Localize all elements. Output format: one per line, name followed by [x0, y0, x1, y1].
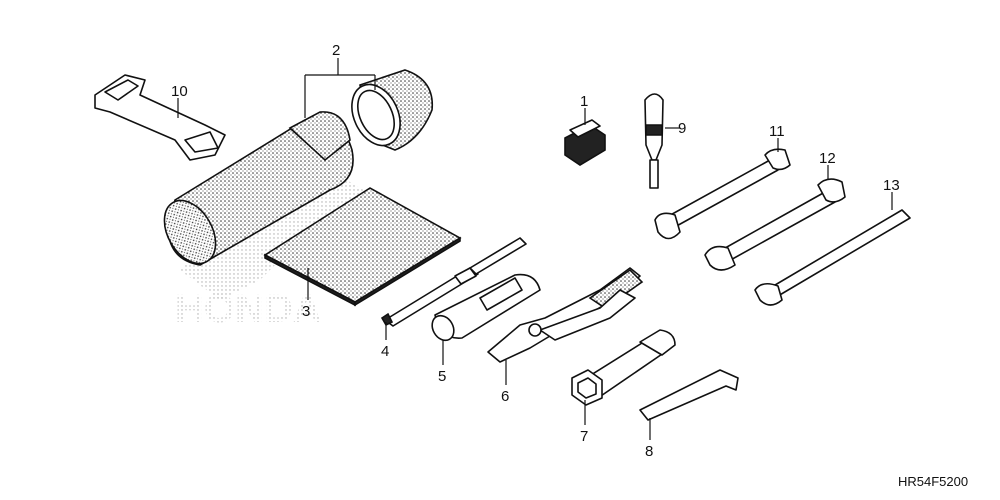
tool-case-cap [351, 69, 434, 151]
callout-labels: 2 10 3 4 5 6 7 8 1 9 11 12 13 [171, 42, 900, 460]
part-7-box-spanner [571, 329, 676, 406]
part-8-hex-key [639, 369, 739, 421]
part-13-long-wrench [754, 209, 911, 306]
part-4-screwdriver [380, 237, 527, 327]
callout-10: 10 [171, 83, 188, 100]
part-1-fuse [564, 119, 606, 166]
honda-watermark: HONDA [175, 170, 380, 331]
callout-8: 8 [645, 443, 653, 460]
watermark-text: HONDA [175, 287, 322, 331]
part-11-wrench [654, 148, 791, 240]
callout-5: 5 [438, 368, 446, 385]
callout-7: 7 [580, 428, 588, 445]
part-12-wrench [704, 178, 846, 271]
part-5-handle [431, 273, 541, 342]
part-9-plug-wrench [644, 93, 664, 189]
callout-3: 3 [302, 303, 310, 320]
callout-6: 6 [501, 388, 509, 405]
part-10-strap [94, 74, 226, 161]
callout-1: 1 [580, 93, 588, 110]
callout-11: 11 [769, 123, 785, 140]
part-6-pliers [487, 267, 644, 363]
leader-lines [177, 58, 893, 440]
callout-9: 9 [678, 120, 686, 137]
callout-13: 13 [883, 177, 900, 194]
part-2-tool-case [163, 69, 434, 266]
part-3-manual [263, 187, 462, 307]
callout-12: 12 [819, 150, 836, 167]
callout-2: 2 [332, 42, 340, 59]
diagram-code: HR54F5200 [898, 474, 968, 489]
callout-4: 4 [381, 343, 389, 360]
